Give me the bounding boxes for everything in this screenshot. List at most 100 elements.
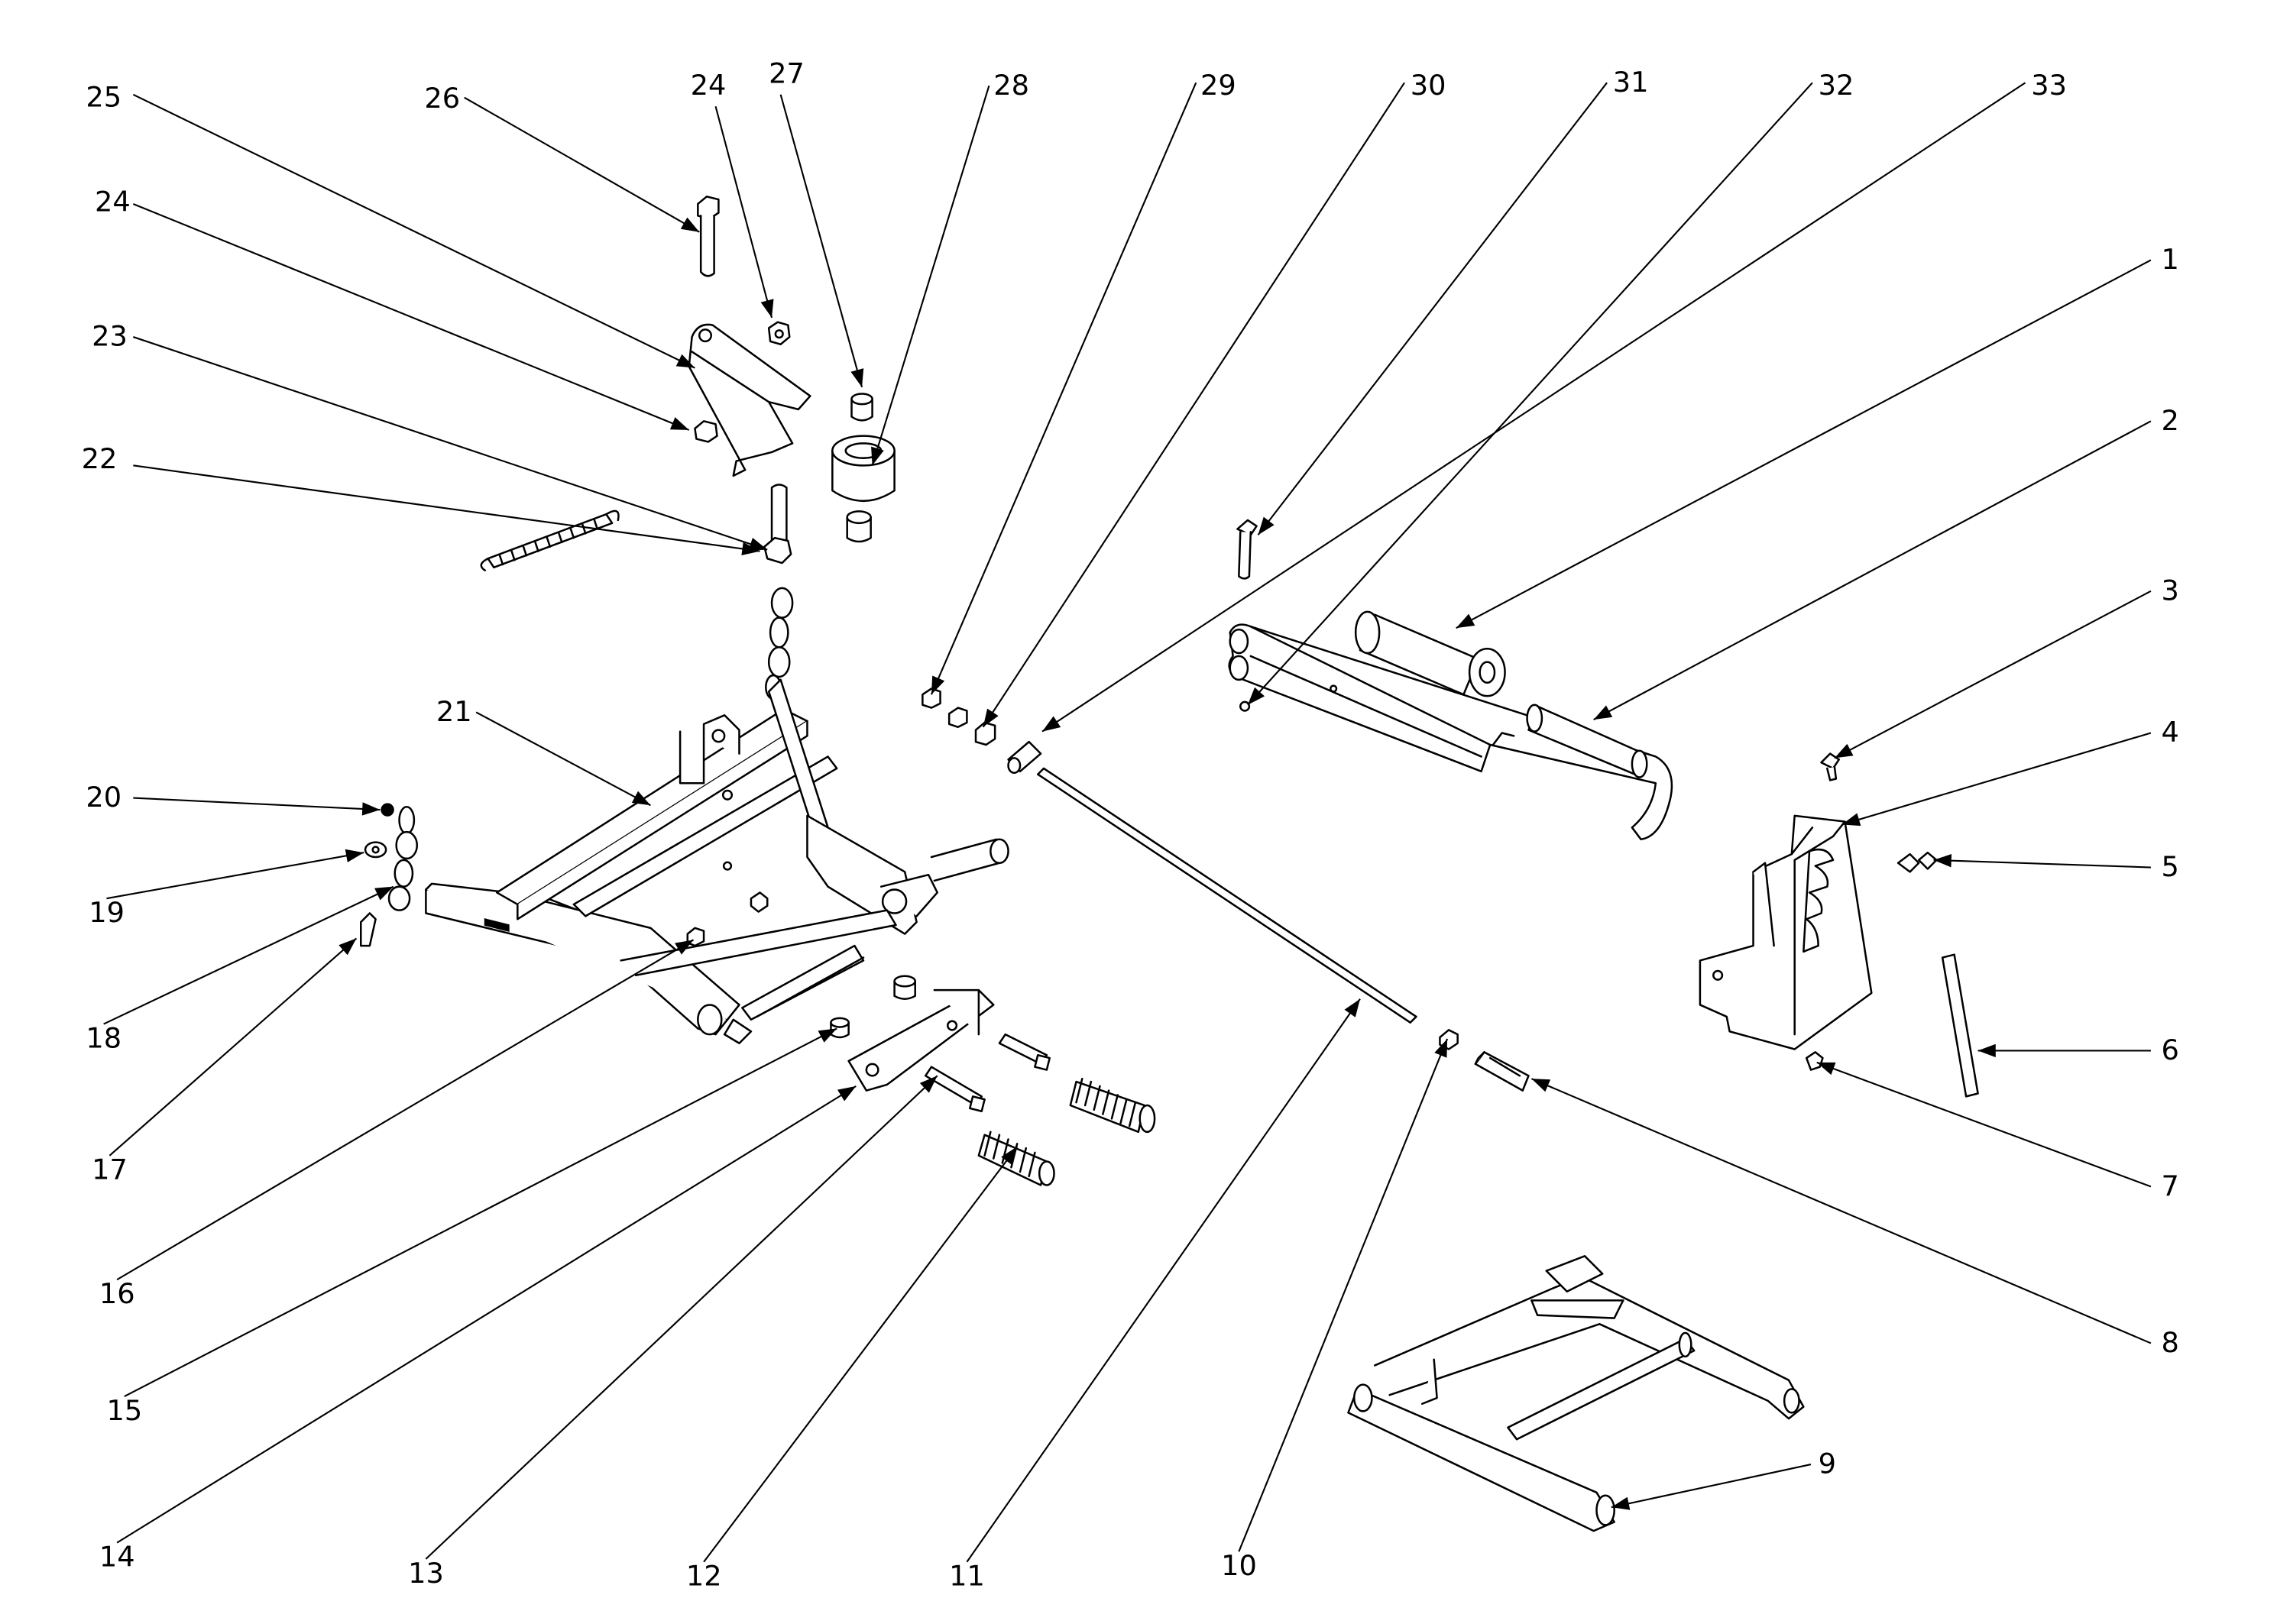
- leader-line-28: [779, 94, 863, 388]
- callout-5-label: 5: [2161, 850, 2178, 883]
- leader-line-26: [464, 96, 700, 233]
- leader-line-12: [703, 1146, 1019, 1563]
- leader-arrowhead-5: [1933, 853, 1952, 868]
- callout-14-label: 14: [99, 1541, 135, 1574]
- part-15-spacer: [830, 975, 916, 1039]
- part-7-nut: [1805, 1051, 1824, 1071]
- part-20-nut: [381, 803, 394, 817]
- leader-arrowhead-28: [850, 368, 864, 387]
- leader-arrowhead-29: [871, 446, 884, 466]
- leader-arrowhead-24: [669, 417, 689, 430]
- leader-line-3: [1834, 590, 2152, 759]
- leader-line-24: [132, 202, 690, 431]
- part-28-roller: [831, 435, 896, 503]
- leader-line-34: [1041, 82, 2026, 733]
- parts-layer: [359, 196, 1979, 1532]
- leader-arrowhead-17: [338, 938, 357, 956]
- leader-line-19: [106, 852, 364, 900]
- part-2-handle-tube: [1526, 704, 1648, 778]
- leader-line-9: [1611, 1464, 1812, 1509]
- leader-line-23: [133, 336, 768, 551]
- part-21-main-frame: [425, 678, 1009, 1045]
- callout-17-label: 17: [92, 1153, 128, 1186]
- part-12-springs: [977, 1077, 1156, 1186]
- leader-line-2: [1593, 420, 2152, 721]
- part-1-roller-tube: [1354, 610, 1506, 697]
- callout-9-label: 9: [1819, 1448, 1836, 1480]
- callout-30-label: 30: [1411, 69, 1446, 102]
- leader-line-11: [966, 998, 1361, 1563]
- part-8-clevis: [1474, 1051, 1530, 1092]
- callout-1-label: 1: [2161, 243, 2178, 276]
- part-17-bolt: [359, 912, 377, 947]
- leader-arrowhead-32: [1258, 516, 1275, 535]
- leader-line-4: [1841, 732, 2152, 826]
- leader-arrowhead-9: [1611, 1496, 1631, 1510]
- leader-arrowhead-27: [760, 299, 774, 318]
- callout-24-top-label: 24: [691, 69, 727, 102]
- callout-27-label: 27: [769, 57, 805, 89]
- part-sleeve: [1007, 740, 1042, 774]
- leader-line-17: [109, 937, 358, 1157]
- leader-arrowhead-4: [1841, 813, 1861, 827]
- leader-arrowhead-2: [1593, 705, 1613, 720]
- leader-line-1: [1456, 259, 2152, 629]
- part-24-nut-left: [694, 420, 718, 443]
- part-chain-top: [765, 587, 794, 700]
- callout-33-label: 33: [2031, 69, 2067, 102]
- leader-arrowhead-11: [1344, 998, 1360, 1017]
- callout-12-label: 12: [686, 1560, 722, 1593]
- callout-6-label: 6: [2161, 1034, 2178, 1066]
- part-13-bolts: [924, 1033, 1051, 1112]
- leader-arrowhead-3: [1834, 743, 1854, 759]
- part-14-bracket: [847, 988, 995, 1092]
- leader-line-31: [982, 82, 1405, 728]
- callout-21-label: 21: [436, 695, 472, 728]
- leader-arrowhead-25: [675, 354, 695, 368]
- leader-arrowhead-13: [919, 1076, 938, 1093]
- callout-10-label: 10: [1221, 1549, 1257, 1582]
- part-19-washer: [364, 841, 387, 859]
- part-25-link-plate: [688, 323, 811, 477]
- leader-line-27: [714, 106, 773, 319]
- leader-arrowhead-33: [1247, 687, 1265, 705]
- callout-29-label: 29: [1200, 69, 1236, 102]
- callout-3-label: 3: [2161, 574, 2178, 607]
- part-6-strip: [1941, 953, 1979, 1098]
- leader-line-14: [116, 1085, 857, 1544]
- leader-arrowhead-20: [361, 802, 381, 816]
- leader-line-10: [1238, 1038, 1449, 1552]
- leader-line-29: [871, 85, 990, 466]
- part-23-pin: [763, 484, 792, 565]
- leader-line-33: [1247, 82, 1813, 706]
- callout-32-label: 32: [1819, 69, 1854, 102]
- part-26-bolt: [697, 196, 720, 277]
- part-18-chain: [387, 805, 419, 911]
- callout-4-label: 4: [2161, 716, 2178, 749]
- callout-7-label: 7: [2161, 1169, 2178, 1202]
- callout-13-label: 13: [408, 1557, 444, 1590]
- leader-line-32: [1257, 82, 1608, 535]
- leader-arrowhead-31: [983, 708, 999, 727]
- part-5-bolts: [1896, 851, 1938, 873]
- leader-arrowhead-26: [680, 217, 700, 232]
- leader-arrowhead-18: [374, 886, 394, 901]
- leader-arrowhead-30: [931, 675, 945, 695]
- callout-16-label: 16: [99, 1277, 135, 1310]
- part-22-spring: [480, 510, 620, 571]
- leader-arrowhead-7: [1816, 1062, 1836, 1076]
- part-11-rod: [1036, 767, 1417, 1024]
- callout-20-label: 20: [86, 781, 121, 814]
- leader-line-22: [133, 464, 760, 552]
- callout-11-label: 11: [949, 1560, 985, 1593]
- leader-lines: [103, 82, 2152, 1563]
- leader-arrowhead-6: [1977, 1043, 1996, 1058]
- callout-28-label: 28: [993, 69, 1029, 102]
- leader-line-13: [425, 1075, 938, 1560]
- part-27-spacers: [846, 393, 873, 543]
- callout-22-label: 22: [82, 442, 118, 475]
- leader-arrowhead-23: [748, 537, 768, 551]
- leader-line-15: [124, 1027, 837, 1398]
- leader-line-21: [475, 711, 651, 807]
